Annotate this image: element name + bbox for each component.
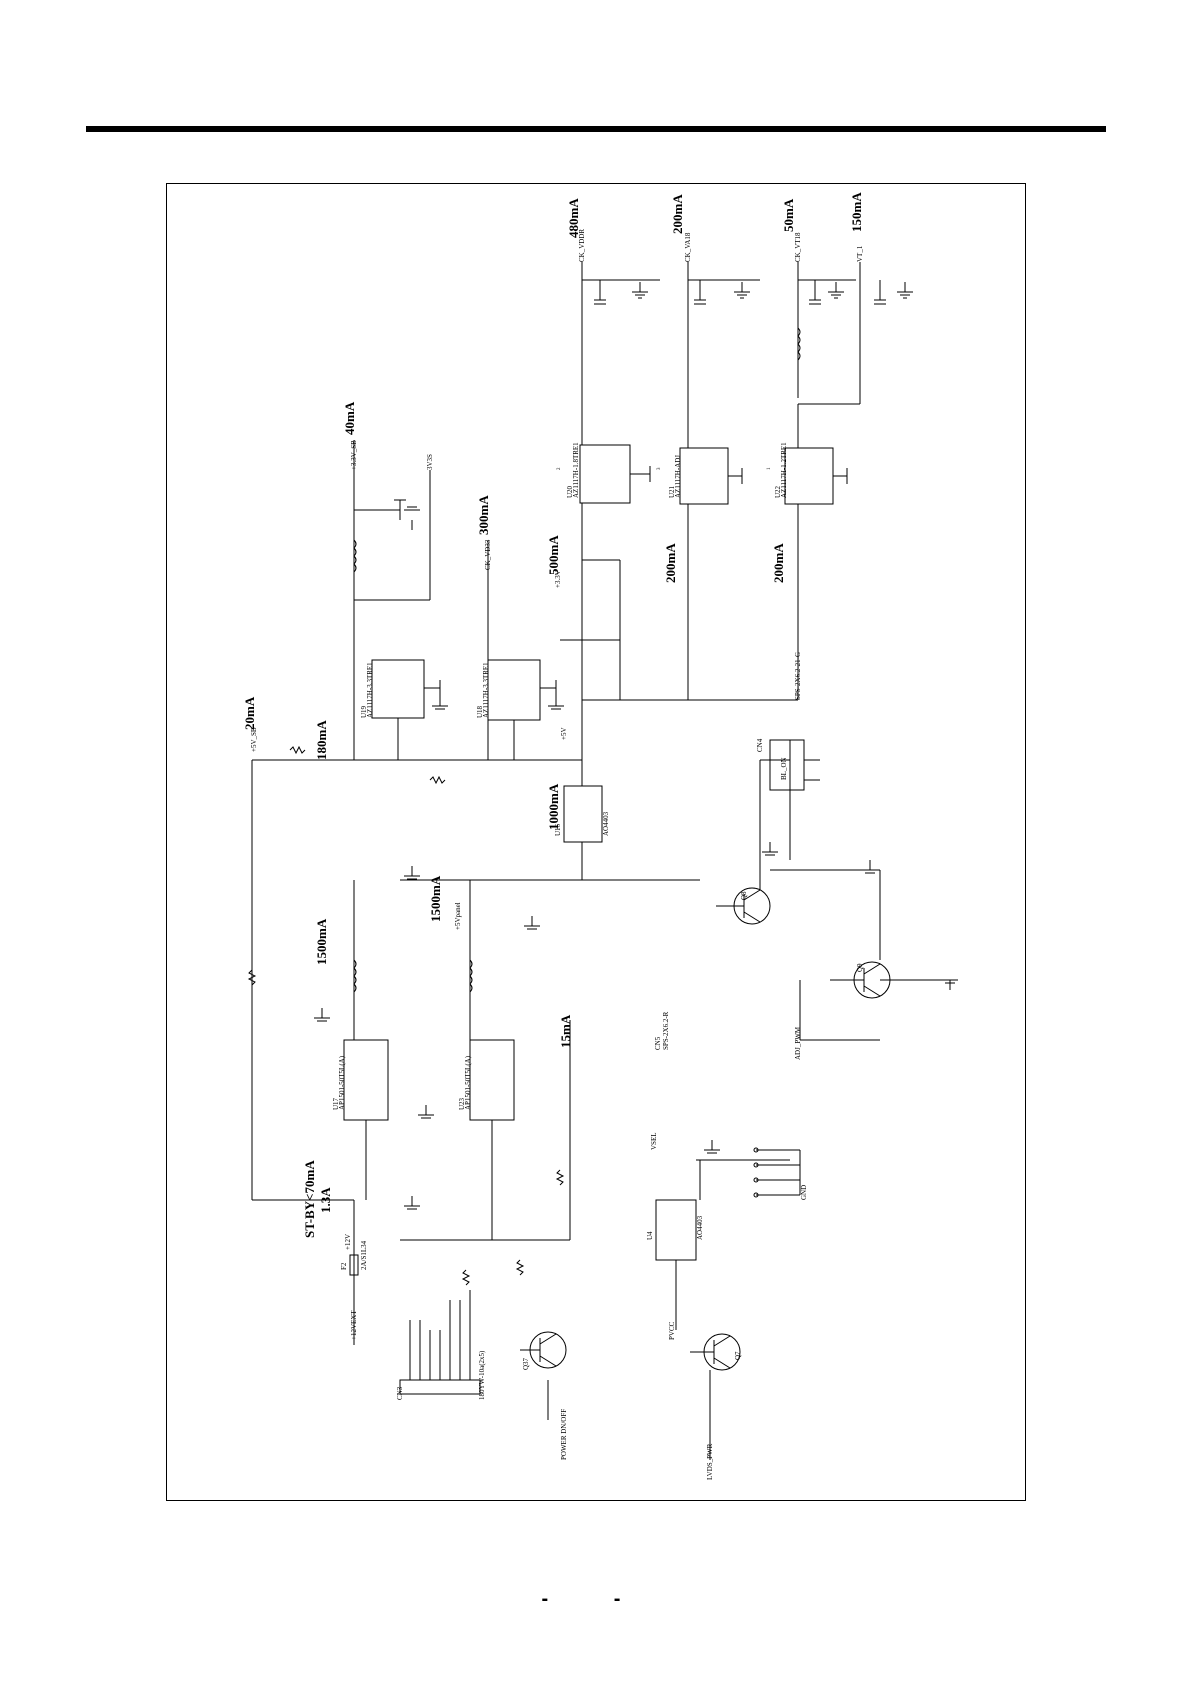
- q8-label: Q8: [740, 891, 748, 900]
- net-ck-va18: CK_VA18: [684, 232, 692, 262]
- u19-partnum: AZ1117H-3.3TRE1: [366, 662, 374, 718]
- q9-label: Q9: [856, 963, 864, 972]
- cn4-label: CN4: [756, 738, 764, 752]
- net-adj-pwm: ADJ_PWM: [794, 1026, 802, 1060]
- schematic-frame: [166, 183, 1026, 1501]
- f2-label: F2: [340, 1262, 348, 1270]
- u4-label: U4: [646, 1231, 654, 1240]
- net-power-dn: POWER DN/OFF: [560, 1409, 568, 1460]
- net-5vpanel: +5Vpanel: [454, 902, 462, 930]
- current-300ma: 300mA: [476, 495, 491, 535]
- current-1500ma-a: 1500mA: [314, 918, 329, 965]
- u17-partnum: AP1501-50T5L(A): [338, 1055, 346, 1110]
- current-200ma-c: 200mA: [771, 543, 786, 583]
- u21-label: U21: [668, 485, 676, 498]
- net-12vext: +12VEXT: [350, 1310, 358, 1340]
- u23-label: U23: [458, 1097, 466, 1110]
- net-3v3sb: +3.3V_SB: [350, 440, 358, 470]
- f2-partnum: 2A/S1L34: [360, 1240, 368, 1270]
- current-200ma-a: 200mA: [670, 194, 685, 234]
- u4-partnum: AO4403: [696, 1215, 704, 1240]
- current-40ma: 40mA: [342, 401, 357, 435]
- current-20ma: 20mA: [242, 696, 257, 730]
- vsel-label: VSEL: [650, 1133, 658, 1151]
- net-ck-vt18: CK_VT18: [794, 232, 802, 262]
- current-480ma: 480mA: [566, 198, 581, 238]
- current-1000ma: 1000mA: [546, 783, 561, 830]
- u18-label: U18: [476, 705, 484, 718]
- current-50ma: 50mA: [781, 198, 796, 232]
- net-lvds-pwr: LVDS_PWR: [706, 1443, 714, 1480]
- current-15ma: 15mA: [558, 1014, 573, 1048]
- rail-note-1: 2: [557, 467, 562, 470]
- cn3-partnum: 180YW-10a(2x5): [478, 1350, 486, 1400]
- cn5-label: CN5: [654, 1036, 662, 1050]
- net-3v3: +3.3V: [554, 570, 562, 588]
- cn4-partnum: SPS-2X6.2-21-G: [794, 652, 802, 700]
- u16-partnum: AO4403: [602, 811, 610, 836]
- rail-note-3: 1: [767, 467, 772, 470]
- current-500ma: 500mA: [546, 535, 561, 575]
- net-pvcc: PVCC: [668, 1321, 676, 1340]
- current-200ma-b: 200mA: [663, 543, 678, 583]
- header-rule: [86, 126, 1106, 132]
- cn3-label: CN3: [396, 1386, 404, 1400]
- net-ck-vd33: CK_VD33: [484, 539, 492, 570]
- u17-label: U17: [332, 1097, 340, 1110]
- current-180ma: 180mA: [314, 720, 329, 760]
- u16-label: U16: [554, 823, 562, 836]
- u20-partnum: AZ1117H-1.8TRE1: [572, 442, 580, 498]
- u21-partnum: AZ1117H-ADJ: [674, 455, 682, 498]
- rail-note-2: 3: [657, 467, 662, 470]
- u23-partnum: AP1501-50T5L(A): [464, 1055, 472, 1110]
- net-3v3s: 3V3S: [426, 454, 434, 470]
- current-1500ma-b: 1500mA: [428, 875, 443, 922]
- page-number: - -: [541, 1588, 651, 1610]
- net-12v: +12V: [344, 1234, 352, 1250]
- net-bl-on: BL_ON: [780, 757, 788, 780]
- current-standby: ST-BY<70mA: [302, 1160, 317, 1238]
- u22-label: U22: [774, 485, 782, 498]
- net-gnd: GND: [800, 1185, 808, 1200]
- u20-label: U20: [566, 485, 574, 498]
- current-150ma: 150mA: [849, 192, 864, 232]
- u22-partnum: AZ1117H-1.2TRE1: [780, 442, 788, 498]
- net-vt: VT_1: [856, 245, 864, 262]
- q7-label: Q7: [734, 1351, 742, 1360]
- u19-label: U19: [360, 705, 368, 718]
- q37-label: Q37: [522, 1357, 530, 1370]
- net-5vsb: +5V_SB: [250, 727, 258, 752]
- cn6-partnum: SPS-2X6.2-R: [662, 1011, 670, 1050]
- net-5v: +5V: [560, 727, 568, 740]
- net-ck-vddr: CK_VDDR: [578, 229, 586, 262]
- u18-partnum: AZ1117H-3.3TRE1: [482, 662, 490, 718]
